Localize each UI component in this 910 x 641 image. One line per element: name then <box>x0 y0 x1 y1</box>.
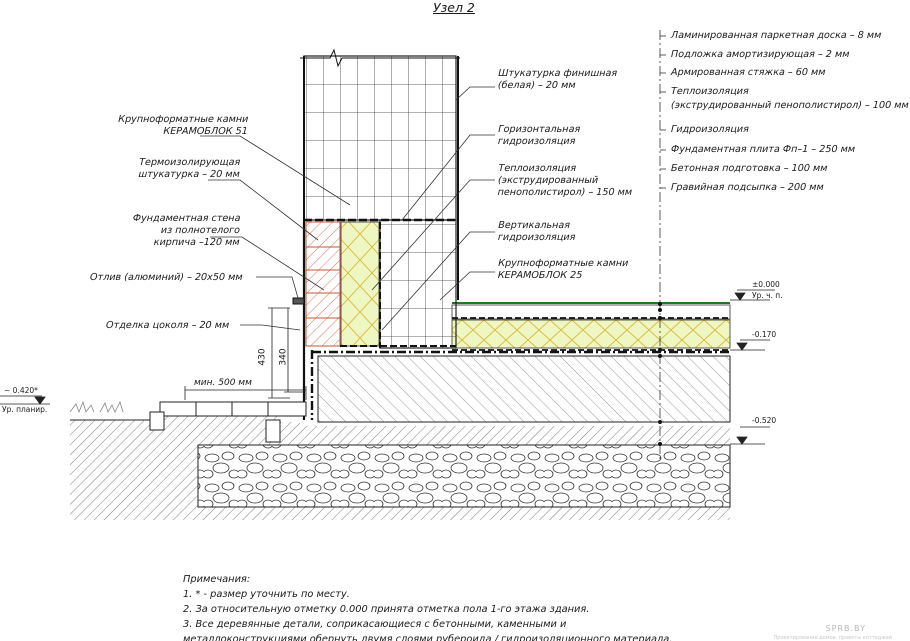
floor-leaders <box>660 35 666 189</box>
note-2: 2. За относительную отметку 0.000 принят… <box>183 604 590 615</box>
wall-keramoblok <box>300 48 460 349</box>
drawing-title: Узел 2 <box>433 0 475 15</box>
floor-insulation <box>451 302 731 351</box>
label-drip: Отлив (алюминий) – 20х50 мм <box>89 272 243 283</box>
note-3-cont: металлоконструкциями обернуть двумя слоя… <box>183 634 673 641</box>
dim-min-width: мин. 500 мм <box>194 378 252 388</box>
elev-m0170: -0.170 <box>752 330 777 339</box>
dim-430: 430 <box>257 348 268 366</box>
elev-m0420-sub: Ур. планир. <box>2 405 48 414</box>
floor-layer-4b: (экструдированный пенополистирол) – 100 … <box>670 100 909 111</box>
elev-zero-sub: Ур. ч. п. <box>752 291 783 300</box>
notes-block: Примечания: 1. * - размер уточнить по ме… <box>183 572 672 641</box>
floor-layer-8: Гравийная подсыпка – 200 мм <box>670 182 824 193</box>
leader-lines <box>200 86 495 331</box>
elev-m0420: ~ 0.420* <box>4 386 38 395</box>
floor-layer-4: Теплоизоляция <box>670 86 749 97</box>
wall-insulation <box>340 221 456 348</box>
floor-layer-7: Бетонная подготовка – 100 мм <box>670 163 828 174</box>
note-1: 1. * - размер уточнить по месту. <box>183 589 350 600</box>
watermark: SPRB.BY <box>825 624 866 633</box>
elev-zero: ±0.000 <box>752 280 780 289</box>
note-3: 3. Все деревянные детали, соприкасающиес… <box>183 619 567 630</box>
elevation-marks <box>0 289 775 445</box>
label-finish-plaster: Штукатурка финишная(белая) – 20 мм <box>497 68 618 91</box>
floor-layer-2: Подложка амортизирующая – 2 мм <box>670 49 850 60</box>
floor-layer-1: Ламинированная паркетная доска – 8 мм <box>670 30 882 41</box>
drip-flashing <box>292 297 305 305</box>
watermark-sub: Проектирование домов, проекты коттеджей <box>773 635 892 641</box>
blind-area <box>69 400 307 443</box>
floor-layer-6: Фундаментная плита Фп–1 – 250 мм <box>670 144 856 155</box>
dim-340: 340 <box>278 348 289 366</box>
floor-layer-3: Армированная стяжка – 60 мм <box>670 67 826 78</box>
gravel-bed <box>197 444 731 508</box>
label-plinth: Отделка цоколя – 20 мм <box>105 320 230 331</box>
dimensions <box>184 307 307 400</box>
level-dots <box>658 302 662 446</box>
elev-m0520: -0.520 <box>752 416 777 425</box>
foundation-slab <box>300 350 731 426</box>
brick-wall <box>302 221 341 420</box>
notes-heading: Примечания: <box>183 574 251 585</box>
floor-layer-5: Гидроизоляция <box>670 124 750 135</box>
